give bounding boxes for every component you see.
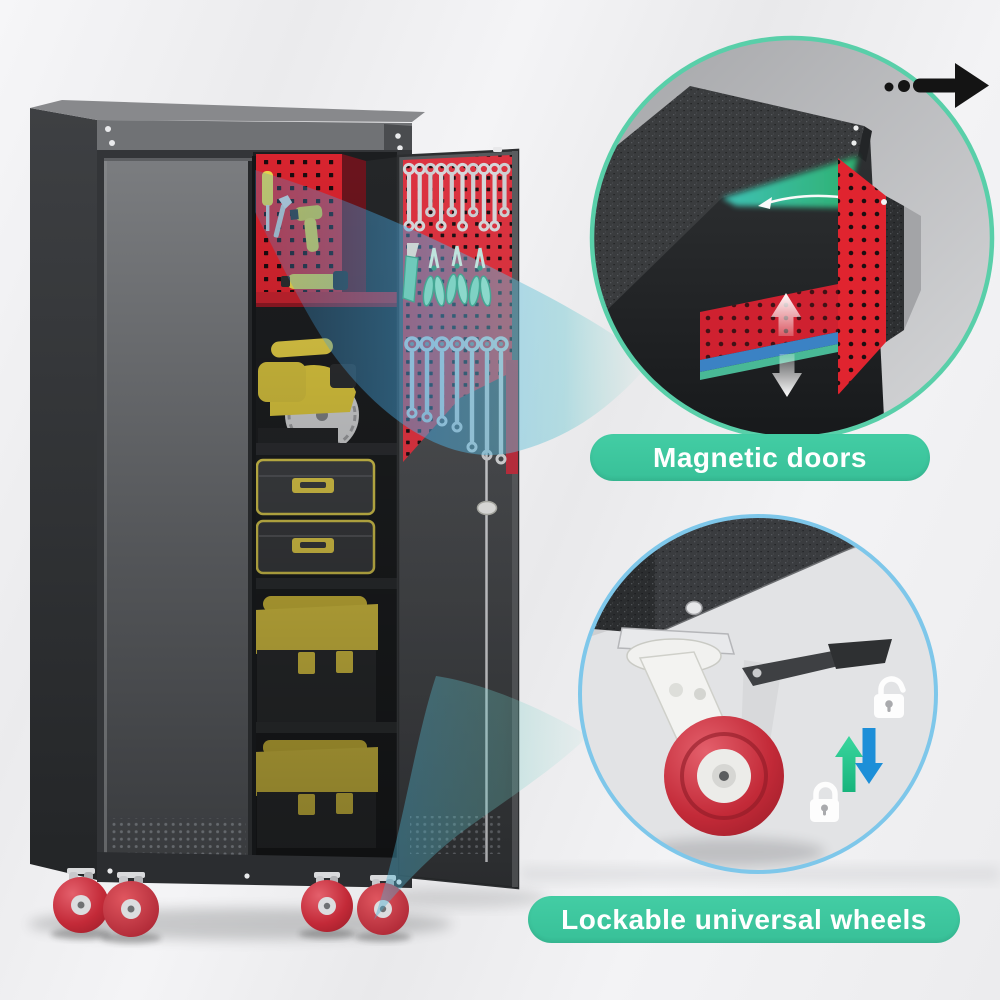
lockable-wheels-label-pill: Lockable universal wheels	[528, 896, 960, 943]
caster-wheel	[355, 875, 411, 942]
lockable-wheels-callout-circle	[578, 514, 938, 874]
caster-wheel	[51, 868, 111, 940]
magnetic-doors-callout-circle	[589, 35, 995, 441]
magnetic-doors-label: Magnetic doors	[653, 441, 867, 473]
caster-wheels	[51, 868, 411, 944]
cabinet-left-door	[104, 158, 252, 870]
door-pegboard-closeup	[838, 158, 921, 395]
cabinet-top-face	[30, 100, 425, 122]
cabinet-base	[97, 852, 412, 888]
lockable-wheels-label: Lockable universal wheels	[561, 903, 927, 935]
feature-swoosh-top	[255, 170, 642, 456]
raise-arrow-icon	[835, 736, 863, 792]
caster-closeup	[617, 627, 892, 866]
brake-lever	[742, 639, 892, 686]
shelf-down-arrow-icon	[772, 354, 802, 397]
direction-arrow-icon	[884, 63, 989, 108]
adjustable-shelf-closeup	[700, 284, 838, 397]
caster-wheel	[101, 872, 161, 944]
teal-tools	[402, 243, 494, 309]
rivets-top	[105, 126, 403, 151]
vent-holes-left	[112, 818, 246, 856]
magnetic-seal-glow	[722, 156, 891, 210]
caster-wheel	[299, 872, 355, 939]
cabinet-side-panel	[30, 108, 97, 880]
cabinet-top-closeup	[592, 86, 872, 356]
magnetic-doors-label-pill: Magnetic doors	[590, 434, 930, 481]
lock-icon	[810, 781, 839, 822]
shelf-up-arrow-icon	[771, 293, 801, 336]
cabinet-top-fascia	[97, 120, 412, 153]
lower-arrow-icon	[855, 728, 883, 784]
feature-swoosh-bottom	[374, 676, 588, 920]
unlock-icon	[874, 676, 906, 718]
